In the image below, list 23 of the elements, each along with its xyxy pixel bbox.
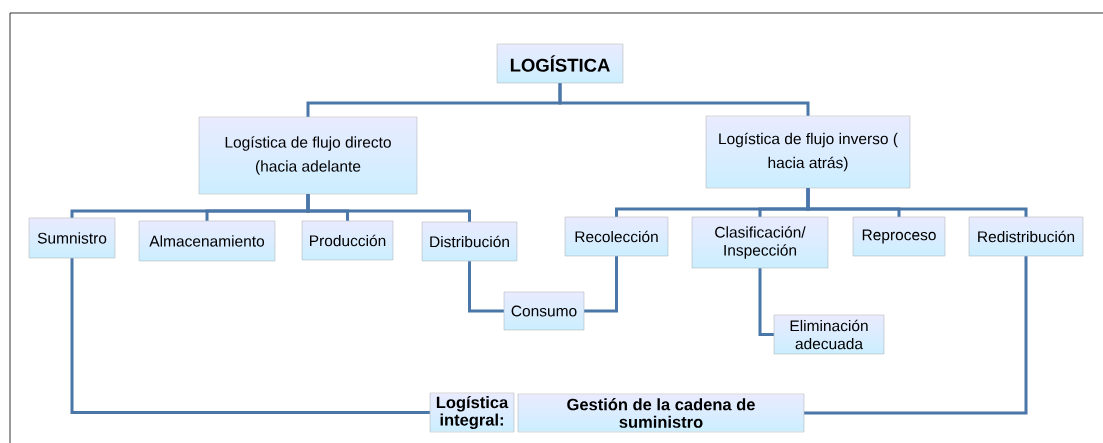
box: Distribución	[421, 221, 518, 262]
box: Consumo	[503, 291, 585, 331]
connector	[70, 258, 430, 414]
box: Recolección	[564, 216, 669, 257]
connector	[806, 188, 1028, 217]
box: LOGÍSTICA	[496, 43, 624, 84]
box: Eliminación adecuada	[773, 314, 885, 355]
box: Logística de flujo inverso ( hacia atrás)	[705, 115, 911, 189]
box: Clasificación/ Inspección	[691, 216, 829, 269]
box: Almacenamiento	[138, 220, 276, 262]
connector	[306, 194, 471, 222]
box: Logística integral:	[429, 392, 515, 433]
connector	[468, 261, 504, 313]
connector	[804, 256, 1028, 415]
box: Logística de flujo directo (hacia adelante	[198, 116, 418, 195]
connector	[584, 256, 618, 313]
box: Reproceso	[852, 216, 946, 257]
box: Redistribución	[968, 216, 1084, 257]
box: Producción	[301, 220, 394, 261]
box: Gestión de la cadena de suministro	[517, 393, 805, 433]
connector	[758, 268, 774, 336]
connector	[558, 83, 810, 116]
box: Sumnistro	[28, 217, 116, 259]
